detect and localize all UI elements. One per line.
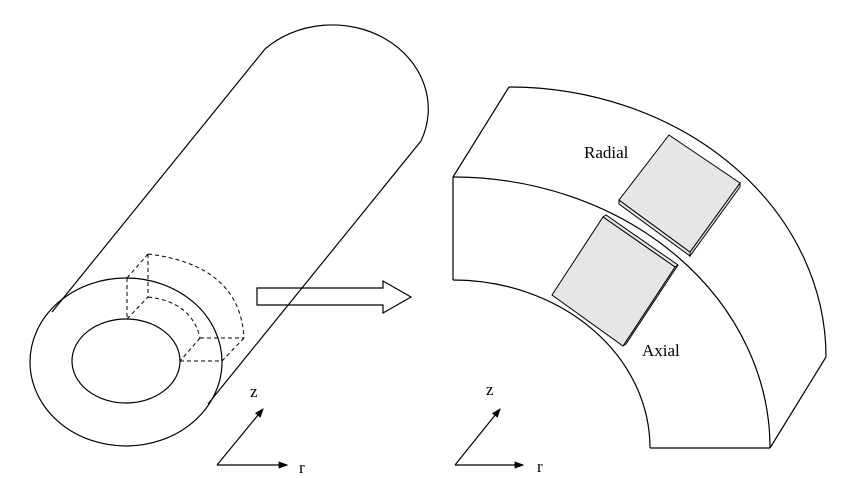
cylinder-inner-bore xyxy=(71,318,181,404)
z-axis-arrow xyxy=(454,408,501,466)
hollow-cylinder xyxy=(29,24,429,447)
r-axis-label: r xyxy=(537,457,543,476)
cylinder-left-edge xyxy=(51,48,266,313)
z-axis-arrow xyxy=(216,408,264,466)
z-axis-label: z xyxy=(250,382,258,401)
axial-sensor-pad xyxy=(551,214,679,347)
axial-label: Axial xyxy=(642,341,680,360)
transition-arrow xyxy=(256,279,413,315)
curved-section xyxy=(452,86,827,449)
radial-label: Radial xyxy=(584,143,629,162)
cylinder-far-end xyxy=(264,24,429,142)
front-outer-arc xyxy=(452,176,771,449)
r-axis-label: r xyxy=(299,458,305,477)
back-outer-arc xyxy=(508,86,827,358)
cylinder-outer-face xyxy=(29,277,223,447)
dashed-section-outline xyxy=(126,253,245,362)
cylinder-right-edge xyxy=(207,140,422,405)
z-axis-label: z xyxy=(486,380,494,399)
axes-left: z r xyxy=(216,382,305,477)
radial-sensor-pad xyxy=(618,134,741,258)
axes-right: z r xyxy=(454,380,543,476)
front-inner-arc xyxy=(452,279,651,449)
